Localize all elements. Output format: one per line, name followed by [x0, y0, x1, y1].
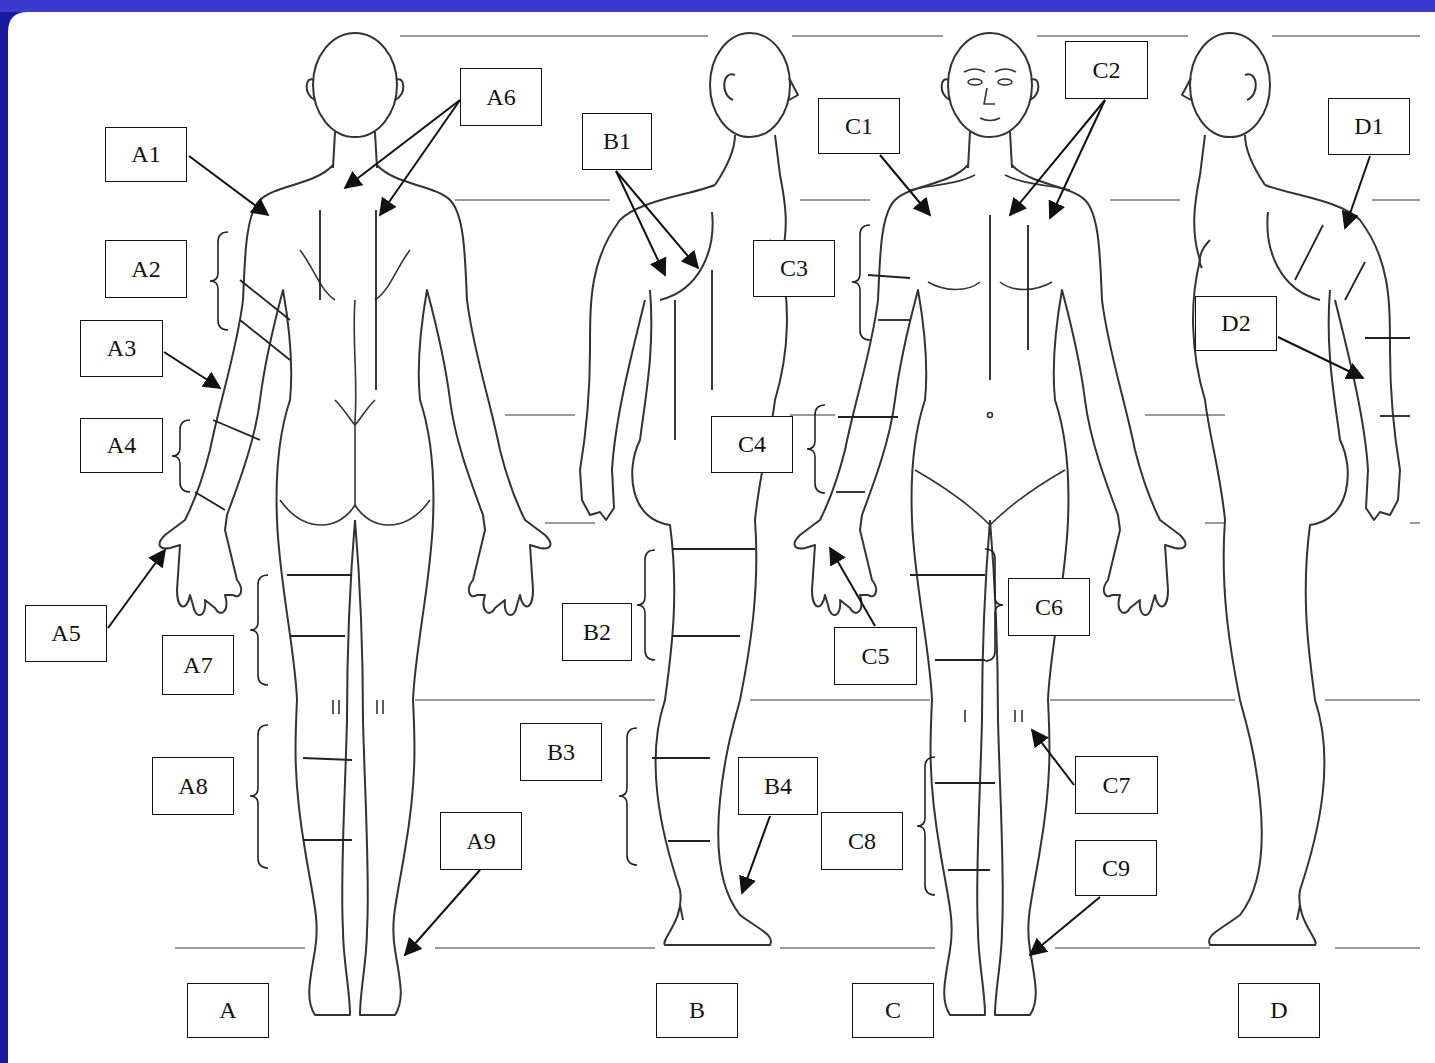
label-box: B — [656, 983, 738, 1038]
callout-label: A1 — [131, 141, 160, 167]
callout-label: B4 — [764, 773, 792, 799]
callout-label: B — [689, 997, 705, 1023]
callout-label: C4 — [738, 431, 766, 457]
label-box: A4 — [80, 418, 163, 473]
callout-label: B2 — [583, 619, 611, 645]
callout-label: C7 — [1102, 772, 1130, 798]
label-box: D — [1238, 983, 1320, 1038]
label-box: A3 — [80, 320, 163, 377]
callout-label: C5 — [861, 643, 889, 669]
callout-label: A7 — [183, 652, 212, 678]
front-view-figure — [795, 33, 1186, 1015]
label-box: C8 — [821, 812, 903, 870]
callout-label: B3 — [547, 739, 575, 765]
callout-label: A8 — [178, 773, 207, 799]
label-box: C3 — [753, 240, 835, 297]
callout-label: A6 — [486, 84, 515, 110]
left-side-figure — [1182, 33, 1400, 945]
label-box: C1 — [818, 98, 900, 154]
label-box: C5 — [834, 627, 917, 685]
label-box: B1 — [582, 113, 652, 170]
label-box: A2 — [105, 240, 187, 298]
callout-label: A4 — [107, 432, 136, 458]
callout-label: C3 — [780, 255, 808, 281]
measure-lines — [195, 210, 1410, 870]
label-box: C9 — [1075, 840, 1157, 896]
callout-label: C1 — [845, 113, 873, 139]
label-box: A8 — [152, 757, 234, 815]
label-box: B2 — [562, 603, 632, 661]
leader-arrows — [108, 100, 1370, 955]
label-box: A1 — [105, 127, 187, 182]
callout-label: C8 — [848, 828, 876, 854]
back-view-figure — [160, 33, 551, 1015]
slide-ground — [8, 12, 1435, 1063]
callout-label: D — [1270, 997, 1287, 1023]
label-box: A5 — [25, 605, 107, 662]
label-box: D1 — [1328, 98, 1410, 155]
callout-label: C6 — [1035, 594, 1063, 620]
label-box: A — [187, 983, 269, 1038]
callout-label: B1 — [603, 128, 631, 154]
label-box: C4 — [711, 416, 793, 473]
brackets — [172, 225, 1003, 895]
callout-label: A9 — [466, 828, 495, 854]
guide-lines — [175, 36, 1420, 948]
callout-label: A2 — [131, 256, 160, 282]
body-figures — [160, 33, 1400, 1015]
label-box: C — [852, 983, 934, 1038]
label-box: B4 — [738, 757, 818, 815]
callout-label: D2 — [1221, 310, 1250, 336]
slide-top-bar — [0, 0, 1435, 12]
callout-label: C — [885, 997, 901, 1023]
label-box: A7 — [162, 635, 234, 695]
label-box: C2 — [1065, 41, 1148, 99]
callout-label: C9 — [1102, 855, 1130, 881]
label-box: C6 — [1008, 578, 1090, 636]
label-box: B3 — [520, 723, 602, 781]
callout-label: A — [219, 997, 236, 1023]
label-box: A6 — [460, 68, 542, 126]
label-box: D2 — [1195, 296, 1277, 351]
callout-label: A5 — [51, 620, 80, 646]
callout-label: C2 — [1092, 57, 1120, 83]
callout-label: D1 — [1354, 113, 1383, 139]
callout-label: A3 — [107, 335, 136, 361]
back-details — [280, 250, 430, 714]
label-box: C7 — [1075, 756, 1158, 814]
label-box: A9 — [440, 812, 522, 870]
